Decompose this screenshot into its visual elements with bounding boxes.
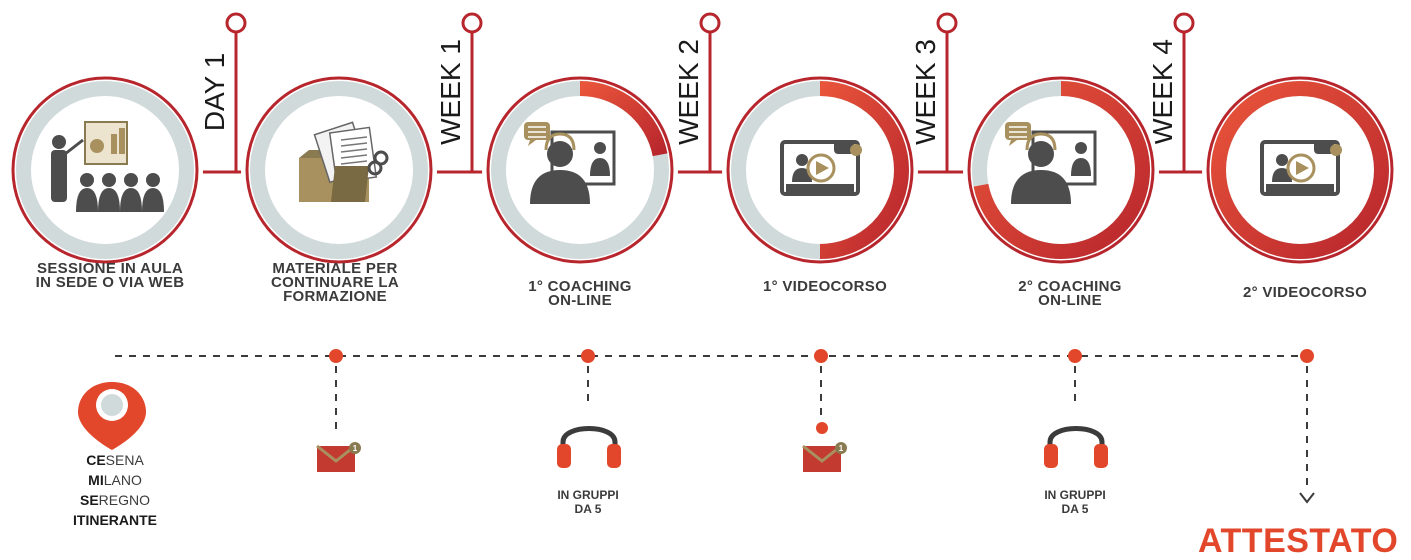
- location-item: MILANO: [88, 472, 142, 488]
- timeline-dot: [1068, 349, 1082, 363]
- location-item: ITINERANTE: [73, 512, 157, 528]
- step-circle: [7, 72, 203, 268]
- svg-text:1: 1: [353, 444, 358, 453]
- location-item: CESENA: [86, 452, 144, 468]
- progress-arc: [1211, 81, 1389, 259]
- milestone-marker: WEEK 3: [910, 12, 958, 172]
- bottom-dots: [329, 349, 1314, 434]
- coaching-headset-icon: [524, 122, 616, 204]
- step-label: 1° VIDEOCORSO: [762, 278, 888, 295]
- milestone-label: WEEK 2: [673, 39, 704, 145]
- milestone-label: WEEK 1: [435, 39, 466, 145]
- progress-arc: [973, 81, 1150, 259]
- timeline-dot: [816, 422, 828, 434]
- location-item: SEREGNO: [79, 492, 151, 508]
- coaching-headset-icon: [1005, 122, 1097, 204]
- headphones-icon: [1044, 426, 1108, 468]
- progress-arc: [579, 81, 668, 157]
- location-list: CESENA MILANO SEREGNO ITINERANTE: [45, 450, 185, 530]
- video-player-icon: [1260, 140, 1342, 196]
- arrow-down-icon: [1299, 492, 1315, 504]
- step-circle: [722, 72, 918, 268]
- location-pin-icon: [78, 382, 146, 450]
- dashed-drops: [335, 366, 1308, 486]
- timeline-dot: [814, 349, 828, 363]
- step-circle: [1202, 72, 1398, 268]
- milestone-marker: WEEK 1: [435, 12, 483, 172]
- step-label: 2° VIDEOCORSO: [1242, 284, 1368, 301]
- headphones-icon: [557, 426, 621, 468]
- email-notification-icon: 1: [802, 442, 847, 472]
- video-player-icon: [780, 140, 862, 196]
- timeline-dot: [581, 349, 595, 363]
- timeline-dot: [329, 349, 343, 363]
- step-circle: [963, 72, 1159, 268]
- certificate-label: ATTESTATO: [1198, 522, 1399, 560]
- folder-documents-icon: [299, 121, 389, 202]
- milestone-marker: WEEK 2: [673, 12, 721, 172]
- email-notification-icon: 1: [316, 442, 361, 472]
- svg-text:1: 1: [839, 444, 844, 453]
- milestone-marker: WEEK 4: [1147, 12, 1195, 172]
- step-circle: [482, 72, 678, 268]
- timeline-dot: [1300, 349, 1314, 363]
- milestone-label: DAY 1: [199, 53, 230, 131]
- milestone-marker: DAY 1: [199, 12, 247, 172]
- milestone-label: WEEK 4: [1147, 39, 1178, 145]
- step-circle: [241, 72, 437, 268]
- milestone-label: WEEK 3: [910, 39, 941, 145]
- classroom-presentation-icon: [51, 121, 164, 212]
- progress-arc: [819, 81, 909, 259]
